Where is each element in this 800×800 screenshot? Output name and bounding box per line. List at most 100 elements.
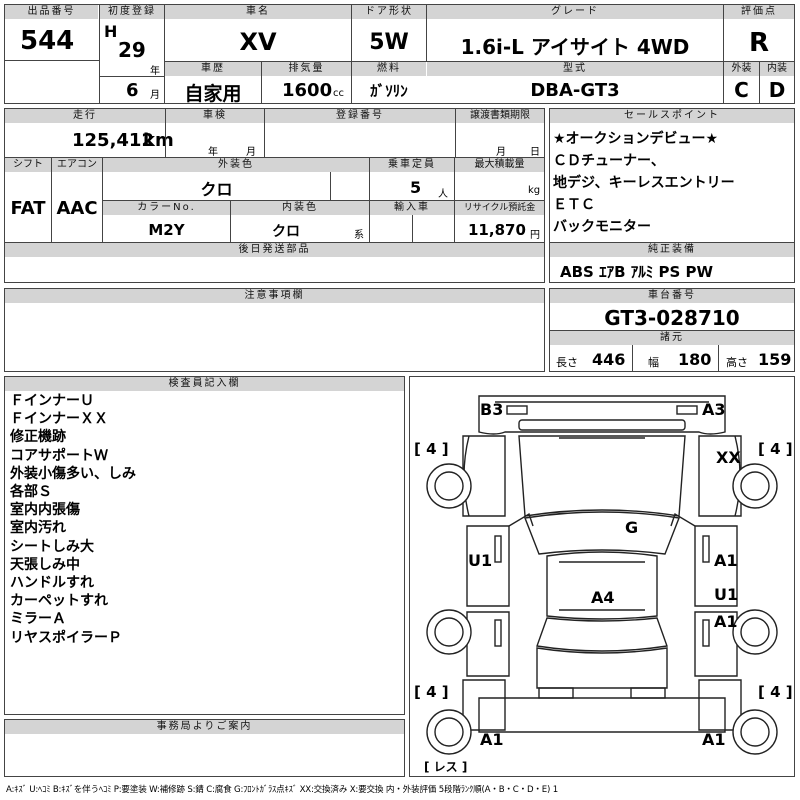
history: 自家用 (184, 83, 242, 105)
inspector-line: リヤスポイラーＰ (10, 629, 122, 646)
load-label: 最大積載量 (455, 158, 544, 172)
fuel-label: 燃料 (352, 62, 426, 76)
height-label: 高さ (726, 356, 748, 369)
displacement: 1600 (282, 80, 333, 101)
ac-label: エアコン (52, 158, 102, 172)
sales-points-list: ★オークションデビュー★ ＣＤチューナー、 地デジ、キーレスエントリー ＥＴＣ … (553, 128, 735, 238)
year-unit: 年 (150, 66, 160, 77)
displacement-unit: cc (333, 88, 344, 99)
ac: AAC (56, 198, 98, 219)
damage-mark-g: G (625, 518, 639, 537)
model-label: 型式 (427, 62, 723, 76)
legend: A:ｷｽﾞ U:ﾍｺﾐ B:ｷｽﾞを伴うﾍｺﾐ P:要塗装 W:補修跡 S:錆 … (6, 785, 558, 795)
chassis-label: 車台番号 (550, 289, 794, 303)
capacity-label: 乗車定員 (370, 158, 454, 172)
reg-no-label: 登録番号 (265, 109, 455, 123)
car-name-label: 車名 (165, 5, 351, 19)
chassis-number: GT3-028710 (604, 306, 740, 330)
damage-mark-a1-right-lower: A1 (714, 612, 738, 631)
recycle-label: リサイクル預託金 (455, 201, 544, 215)
spare-tire: [ レス ] (424, 760, 468, 774)
transfer-day-unit: 日 (530, 147, 540, 158)
int-color-label: 内装色 (231, 201, 369, 215)
door: 5W (369, 30, 409, 55)
era: H (104, 22, 118, 41)
door-label: ドア形状 (352, 5, 426, 19)
month-unit: 月 (150, 90, 160, 101)
inspector-notes: ＦインナーＵ ＦインナーＸＸ 修正機跡 コアサポートＷ 外装小傷多い、しみ 各部… (10, 392, 136, 647)
lot-no-label: 出品番号 (5, 5, 98, 19)
shift: FAT (10, 198, 46, 219)
length: 446 (592, 350, 626, 369)
inspector-line: ミラーＡ (10, 611, 66, 628)
inspector-line: ハンドルすれ (10, 575, 94, 592)
color-label: 外装色 (103, 158, 369, 172)
inspector-line: 室内汚れ (10, 520, 66, 537)
inspector-line: 天張しみ中 (10, 556, 80, 573)
damage-mark-a1-bottom-left: A1 (480, 730, 504, 749)
model: DBA-GT3 (530, 80, 620, 101)
inspector-line: 室内内張傷 (10, 502, 80, 519)
color: クロ (200, 180, 233, 199)
insp-month-unit: 月 (246, 147, 256, 158)
inspector-box (4, 376, 405, 715)
height: 159 (758, 350, 792, 369)
mileage: 125,412 (72, 130, 154, 151)
car-name: XV (239, 28, 277, 56)
int-color-unit: 系 (354, 230, 364, 241)
tire-front-left: [ 4 ] (414, 440, 449, 458)
transfer-label: 譲渡書類期限 (456, 109, 544, 123)
grade: 1.6i-L アイサイト 4WD (460, 35, 690, 59)
notes-label: 注意事項欄 (5, 289, 544, 303)
transfer-month-unit: 月 (496, 147, 506, 158)
specs-label: 諸元 (550, 331, 794, 345)
damage-mark-b3: B3 (480, 400, 504, 419)
damage-mark-a3: A3 (702, 400, 726, 419)
capacity: 5 (410, 178, 422, 197)
load-unit: kg (528, 185, 541, 196)
score-label: 評価点 (724, 5, 794, 19)
insp-year-unit: 年 (208, 147, 218, 158)
sales-point-item: ＣＤチューナー、 (553, 153, 665, 169)
car-diagram-box (409, 376, 795, 777)
inspector-line: ＦインナーＸＸ (10, 411, 108, 428)
car-diagram (426, 395, 778, 755)
length-label: 長さ (556, 356, 578, 369)
width-label: 幅 (648, 356, 659, 369)
capacity-unit: 人 (438, 189, 448, 200)
tire-rear-left: [ 4 ] (414, 683, 449, 701)
damage-mark-u1-right: U1 (714, 585, 739, 604)
exterior-label: 外装 (724, 62, 759, 76)
equipment: ABS ｴｱB ｱﾙﾐ PS PW (560, 263, 714, 281)
width: 180 (678, 350, 712, 369)
inspector-line: 修正機跡 (10, 429, 66, 446)
inspector-label: 検査員記入欄 (5, 377, 404, 391)
interior-grade: D (768, 78, 786, 102)
grade-label: グレード (427, 5, 723, 19)
exterior-grade: C (734, 78, 749, 102)
inspection-label: 車検 (166, 109, 264, 123)
history-label: 車歴 (165, 62, 261, 76)
recycle: 11,870 (468, 221, 526, 239)
damage-mark-a1-right-upper: A1 (714, 551, 738, 570)
inspector-line: 各部Ｓ (10, 484, 52, 501)
recycle-unit: 円 (530, 230, 540, 241)
sales-point-item: バックモニター (553, 219, 651, 235)
score: R (748, 28, 770, 58)
damage-mark-a4: A4 (591, 588, 615, 607)
tire-rear-right: [ 4 ] (758, 683, 793, 701)
sales-point-item: ＥＴＣ (553, 197, 595, 213)
damage-mark-xx: XX (716, 448, 741, 467)
equipment-label: 純正装備 (550, 243, 794, 257)
fuel: ｶﾞｿﾘﾝ (370, 82, 408, 100)
damage-mark-a1-bottom-right: A1 (702, 730, 726, 749)
interior-label: 内装 (760, 62, 794, 76)
sales-point-item: 地デジ、キーレスエントリー (553, 175, 735, 191)
damage-mark-u1-left: U1 (468, 551, 493, 570)
lot-no: 544 (20, 26, 75, 56)
shift-label: シフト (5, 158, 51, 172)
inspector-line: 外装小傷多い、しみ (10, 465, 136, 482)
import-label: 輸入車 (370, 201, 454, 215)
inspector-line: コアサポートＷ (10, 447, 108, 464)
sales-point-item: ★オークションデビュー★ (553, 131, 719, 147)
